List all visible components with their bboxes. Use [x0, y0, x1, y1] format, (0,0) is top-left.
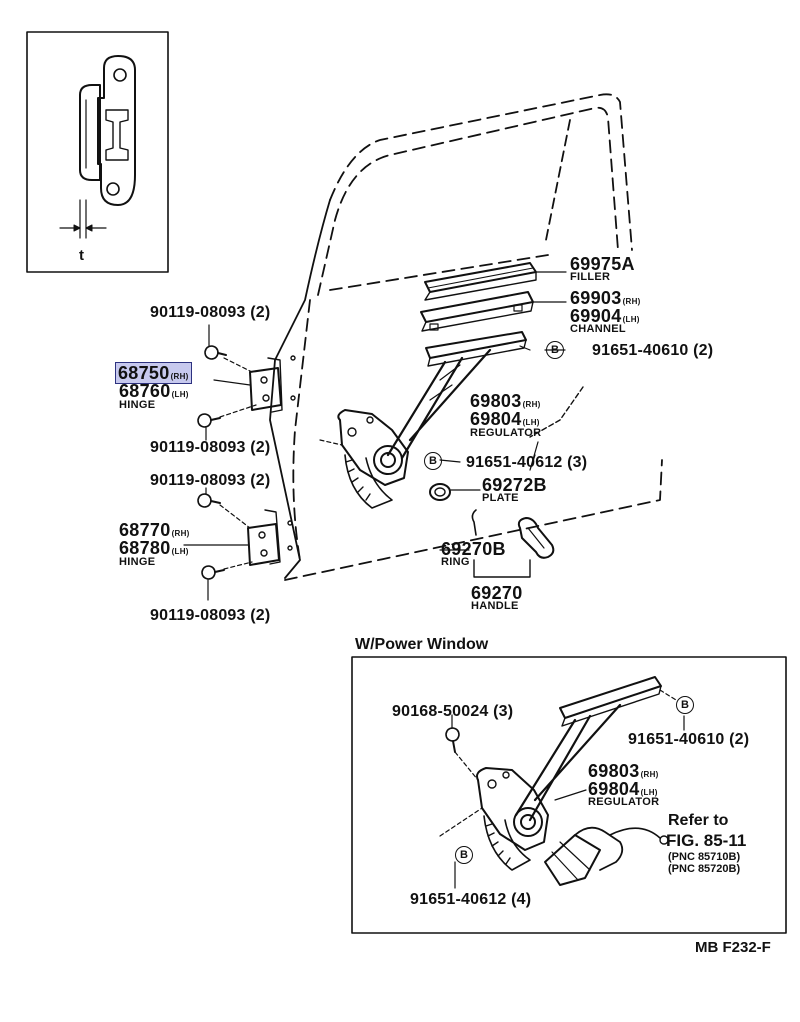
- label-pw-regulator-rh: 69803(RH): [588, 762, 659, 780]
- door-shell-edge: [269, 199, 331, 579]
- label-filler-pn: 69975A: [570, 254, 635, 274]
- label-channel-name: CHANNEL: [570, 323, 626, 335]
- label-pw-bolt-b2: 91651-40612 (4): [410, 891, 532, 908]
- power-window-motor: [544, 826, 669, 886]
- label-pw-regulator-lh: 69804(LH): [588, 780, 658, 798]
- b-marker-icon: B: [546, 341, 564, 359]
- label-regulator-rh: 69803(RH): [470, 392, 541, 410]
- label-filler-name: FILLER: [570, 271, 611, 283]
- label-ring-name: RING: [441, 556, 470, 568]
- label-bolt-b1: 91651-40610 (2): [592, 342, 714, 359]
- power-window-box: [351, 656, 787, 934]
- label-bolt-top-2: 90119-08093 (2): [150, 439, 271, 456]
- filler-part: [424, 262, 537, 301]
- manual-regulator: [319, 331, 527, 509]
- label-bolt-b2: 91651-40612 (3): [466, 454, 588, 471]
- label-pw-bolt-top: 90168-50024 (3): [392, 703, 514, 720]
- label-refer-pnc2: (PNC 85720B): [668, 863, 741, 875]
- label-regulator-name: REGULATOR: [470, 427, 542, 439]
- power-window-title: W/Power Window: [355, 636, 489, 653]
- regulator-rh-number: 69803: [470, 391, 522, 411]
- label-hinge-upper-lh: 68760(LH): [119, 382, 189, 400]
- b-marker-icon: B: [676, 696, 694, 714]
- channel-lh-suffix: (LH): [622, 315, 640, 324]
- label-plate-name: PLATE: [482, 492, 519, 504]
- regulator-lh-number: 69804: [470, 409, 522, 429]
- label-hinge-lower-name: HINGE: [119, 556, 156, 568]
- hinge-lower-lh-number: 68780: [119, 538, 171, 558]
- channel-rh-number: 69903: [570, 288, 622, 308]
- pw-regulator-lh-number: 69804: [588, 779, 640, 799]
- pw-regulator-lh-suffix: (LH): [640, 788, 658, 797]
- label-refer-fig-link[interactable]: FIG. 85-11: [666, 831, 747, 850]
- diagram-reference-code: MB F232-F: [695, 939, 771, 956]
- door-outline: [284, 93, 663, 581]
- hinge-lower-lh-suffix: (LH): [171, 547, 189, 556]
- label-pw-bolt-b1: 91651-40610 (2): [628, 731, 750, 748]
- hinge-lower-rh-suffix: (RH): [171, 529, 190, 538]
- ring-part: [471, 509, 477, 536]
- hinge-upper-lh-number: 68760: [119, 381, 171, 401]
- label-channel-rh: 69903(RH): [570, 289, 641, 307]
- inset-hinge-detail: [26, 31, 169, 273]
- label-handle-pn: 69270: [471, 583, 523, 603]
- plate-part: [429, 483, 451, 501]
- lower-hinge-bolts: [197, 487, 253, 601]
- regulator-rh-suffix: (RH): [522, 400, 541, 409]
- b-marker-icon: B: [455, 846, 473, 864]
- hinge-upper-rh-suffix: (RH): [170, 372, 189, 381]
- hinge-upper-lh-suffix: (LH): [171, 390, 189, 399]
- upper-hinge-part: [249, 355, 296, 413]
- handle-part: [517, 517, 555, 559]
- lower-hinge-part: [247, 509, 293, 566]
- label-regulator-lh: 69804(LH): [470, 410, 540, 428]
- label-pw-regulator-name: REGULATOR: [588, 796, 660, 808]
- channel-rh-suffix: (RH): [622, 297, 641, 306]
- label-hinge-upper-rh-highlighted[interactable]: 68750(RH): [115, 362, 192, 384]
- label-bolt-mid-1: 90119-08093 (2): [150, 472, 271, 489]
- label-ring-pn: 69270B: [441, 539, 506, 559]
- pw-regulator-rh-number: 69803: [588, 761, 640, 781]
- label-refer-pnc1: (PNC 85710B): [668, 851, 741, 863]
- hinge-upper-rh-number: 68750: [118, 363, 170, 383]
- label-hinge-lower-lh: 68780(LH): [119, 539, 189, 557]
- channel-lh-number: 69904: [570, 306, 622, 326]
- hinge-lower-rh-number: 68770: [119, 520, 171, 540]
- label-hinge-upper-name: HINGE: [119, 399, 156, 411]
- power-regulator: [439, 676, 685, 889]
- label-refer-to: Refer to: [668, 812, 729, 829]
- label-hinge-lower-rh: 68770(RH): [119, 521, 190, 539]
- b-marker-icon: B: [424, 452, 442, 470]
- inset-thickness-label: t: [79, 247, 84, 264]
- label-handle-name: HANDLE: [471, 600, 519, 612]
- label-plate-pn: 69272B: [482, 475, 547, 495]
- label-channel-lh: 69904(LH): [570, 307, 640, 325]
- label-bolt-bottom: 90119-08093 (2): [150, 607, 271, 624]
- upper-hinge-bolts: [197, 324, 257, 441]
- pw-regulator-rh-suffix: (RH): [640, 770, 659, 779]
- regulator-lh-suffix: (LH): [522, 418, 540, 427]
- label-bolt-top-1: 90119-08093 (2): [150, 304, 271, 321]
